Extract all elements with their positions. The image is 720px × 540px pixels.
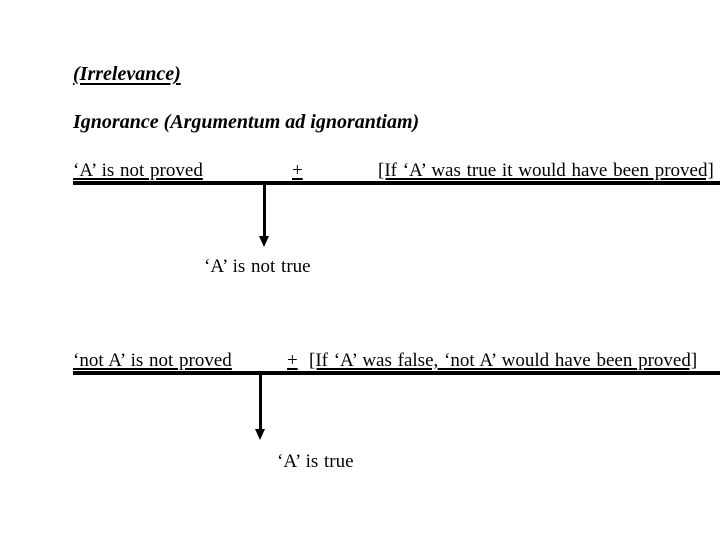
arrow-line-2	[259, 375, 262, 430]
premise-right-2: [If ‘A’ was false, ‘not A’ would have be…	[309, 350, 698, 371]
premise-left-1: ‘A’ is not proved	[73, 160, 203, 181]
arrow-line-1	[263, 185, 266, 237]
slide-subtitle: Ignorance (Argumentum ad ignorantiam)	[73, 111, 420, 133]
premise-right-1: [If ‘A’ was true it would have been prov…	[378, 160, 714, 181]
plus-operator-2: +	[287, 350, 298, 371]
conclusion-2: ‘A’ is true	[277, 451, 354, 472]
arrow-head-icon-2	[255, 429, 265, 440]
inference-bar-2	[73, 371, 720, 375]
conclusion-1: ‘A’ is not true	[204, 256, 311, 277]
slide-title: (Irrelevance)	[73, 63, 181, 85]
arrow-head-icon-1	[259, 236, 269, 247]
inference-bar-1	[73, 181, 720, 185]
plus-operator-1: +	[292, 160, 303, 181]
premise-left-2: ‘not A’ is not proved	[73, 350, 232, 371]
